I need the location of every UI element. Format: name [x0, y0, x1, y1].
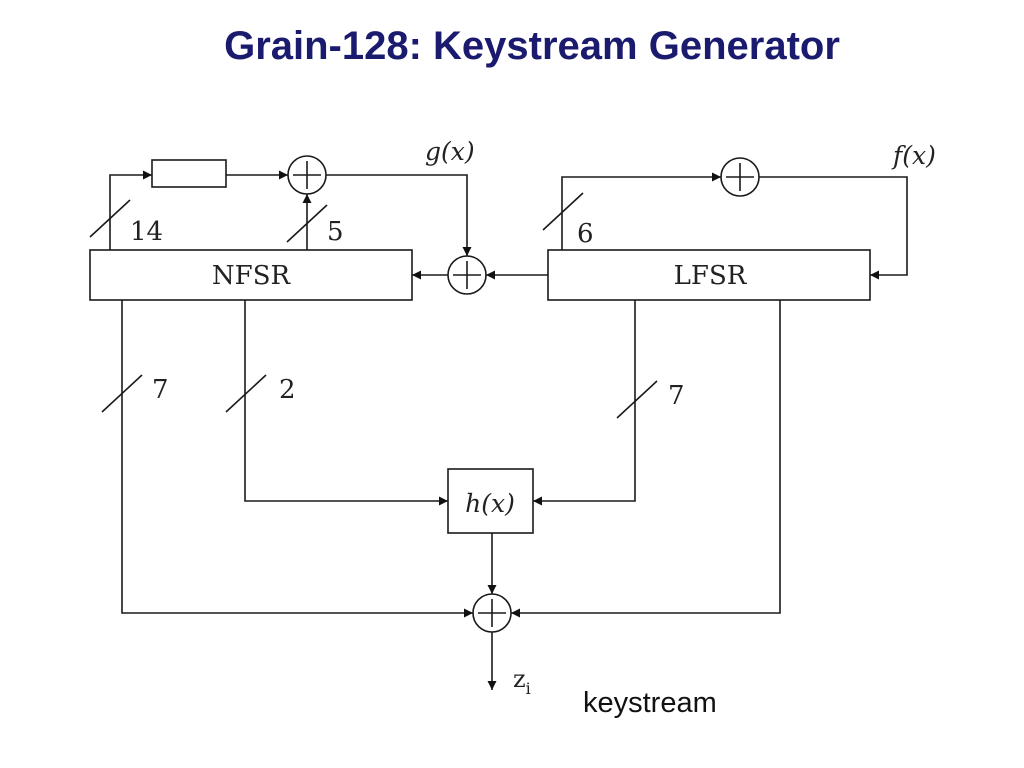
xor-gate-middle	[447, 255, 487, 295]
bus-width-nfsr-h: 2	[279, 375, 296, 405]
z-symbol: z	[513, 665, 526, 693]
bus-width-nfsr-delay: 14	[130, 217, 163, 247]
lfsr-label: LFSR	[674, 261, 748, 291]
wire-g-xor-to-middle	[326, 174, 472, 256]
delay-element	[151, 159, 227, 188]
bus-slash	[542, 192, 584, 231]
keystream-caption: keystream	[583, 687, 717, 719]
xor-gate-output	[472, 593, 512, 633]
xor-gate-lfsr-feedback	[720, 157, 760, 197]
bus-width-lfsr-f: 6	[577, 219, 594, 249]
bus-slash	[616, 380, 658, 419]
bus-slash	[101, 374, 143, 413]
wire-lfsr-to-output	[511, 300, 781, 618]
keystream-bit-label: zi	[513, 665, 531, 698]
g-function-label: g(x)	[425, 137, 475, 166]
bus-slash	[225, 374, 267, 413]
lfsr-register: LFSR	[547, 249, 871, 301]
xor-gate-nfsr-feedback	[287, 155, 327, 195]
slide-title: Grain-128: Keystream Generator	[224, 24, 840, 68]
bus-slash	[286, 204, 328, 243]
h-function-box: h(x)	[447, 468, 534, 534]
h-label: h(x)	[465, 489, 515, 518]
wire-nfsr-to-output	[121, 300, 473, 618]
z-subscript: i	[526, 679, 531, 698]
nfsr-register: NFSR	[89, 249, 413, 301]
wire-nfsr-to-delay	[109, 170, 152, 250]
bus-width-nfsr-g: 5	[327, 217, 344, 247]
bus-width-nfsr-output: 7	[152, 375, 169, 405]
wire-f-xor-to-lfsr	[759, 176, 908, 280]
nfsr-label: NFSR	[212, 261, 292, 291]
wire-lfsr-to-h	[533, 300, 636, 506]
wire-lfsr-to-f-xor	[561, 172, 721, 250]
bus-slash	[89, 199, 131, 238]
f-function-label: f(x)	[891, 141, 936, 170]
wire-nfsr-to-h	[244, 300, 448, 506]
bus-width-lfsr-h: 7	[668, 381, 685, 411]
